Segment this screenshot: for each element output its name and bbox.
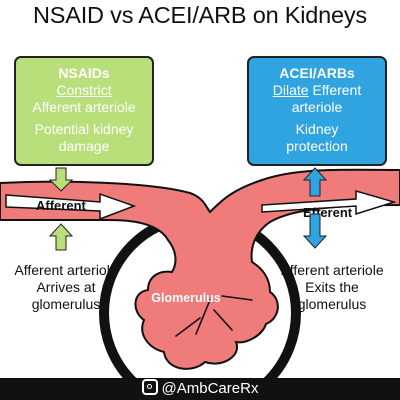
nsaid-line-4: damage: [58, 138, 110, 154]
nsaid-line-2: Afferent arteriole: [32, 99, 136, 115]
efferent-note-line-2: Exits the: [305, 279, 359, 295]
dilate-arrow-top: [302, 167, 328, 197]
glomerulus-grooves: [175, 295, 253, 337]
footer-handle[interactable]: @AmbCareRx: [161, 380, 259, 397]
constrict-arrow-bottom: [48, 223, 74, 251]
dilate-arrow-bottom: [302, 213, 328, 249]
acei-line-3: Kidney: [295, 121, 339, 137]
afferent-note-line-1: Afferent arteriole: [14, 262, 118, 278]
acei-heading: ACEI/ARBs: [279, 65, 355, 81]
afferent-note-line-3: glomerulus: [31, 296, 101, 312]
glomerulus-label: Glomerulus: [151, 291, 221, 305]
nsaid-line-3: Potential kidney: [34, 121, 134, 137]
afferent-flow-arrow: [5, 192, 137, 221]
afferent-note-line-2: Arrives at: [36, 279, 96, 295]
afferent-label: Afferent: [36, 198, 87, 213]
nsaid-box: NSAIDs Constrict Afferent arteriole Pote…: [14, 56, 154, 166]
efferent-note: Efferent arteriole Exits the glomerulus: [264, 262, 400, 313]
efferent-note-line-1: Efferent arteriole: [280, 262, 384, 278]
efferent-note-line-3: glomerulus: [297, 296, 367, 312]
acei-line-2: arteriole: [291, 99, 343, 115]
acei-line-1: Dilate Efferent: [272, 82, 362, 98]
constrict-arrow-top: [48, 167, 74, 192]
nsaid-heading: NSAIDs: [58, 65, 110, 81]
acei-line-4: protection: [286, 138, 348, 154]
afferent-note: Afferent arteriole Arrives at glomerulus: [2, 262, 130, 313]
footer-bar: @AmbCareRx: [0, 378, 400, 400]
instagram-icon: [141, 379, 158, 395]
nsaid-line-1: Constrict: [56, 82, 112, 98]
acei-box: ACEI/ARBs Dilate Efferent arteriole Kidn…: [247, 56, 387, 166]
efferent-flow-arrow: [261, 190, 397, 216]
diagram-title: NSAID vs ACEI/ARB on Kidneys: [33, 2, 367, 28]
